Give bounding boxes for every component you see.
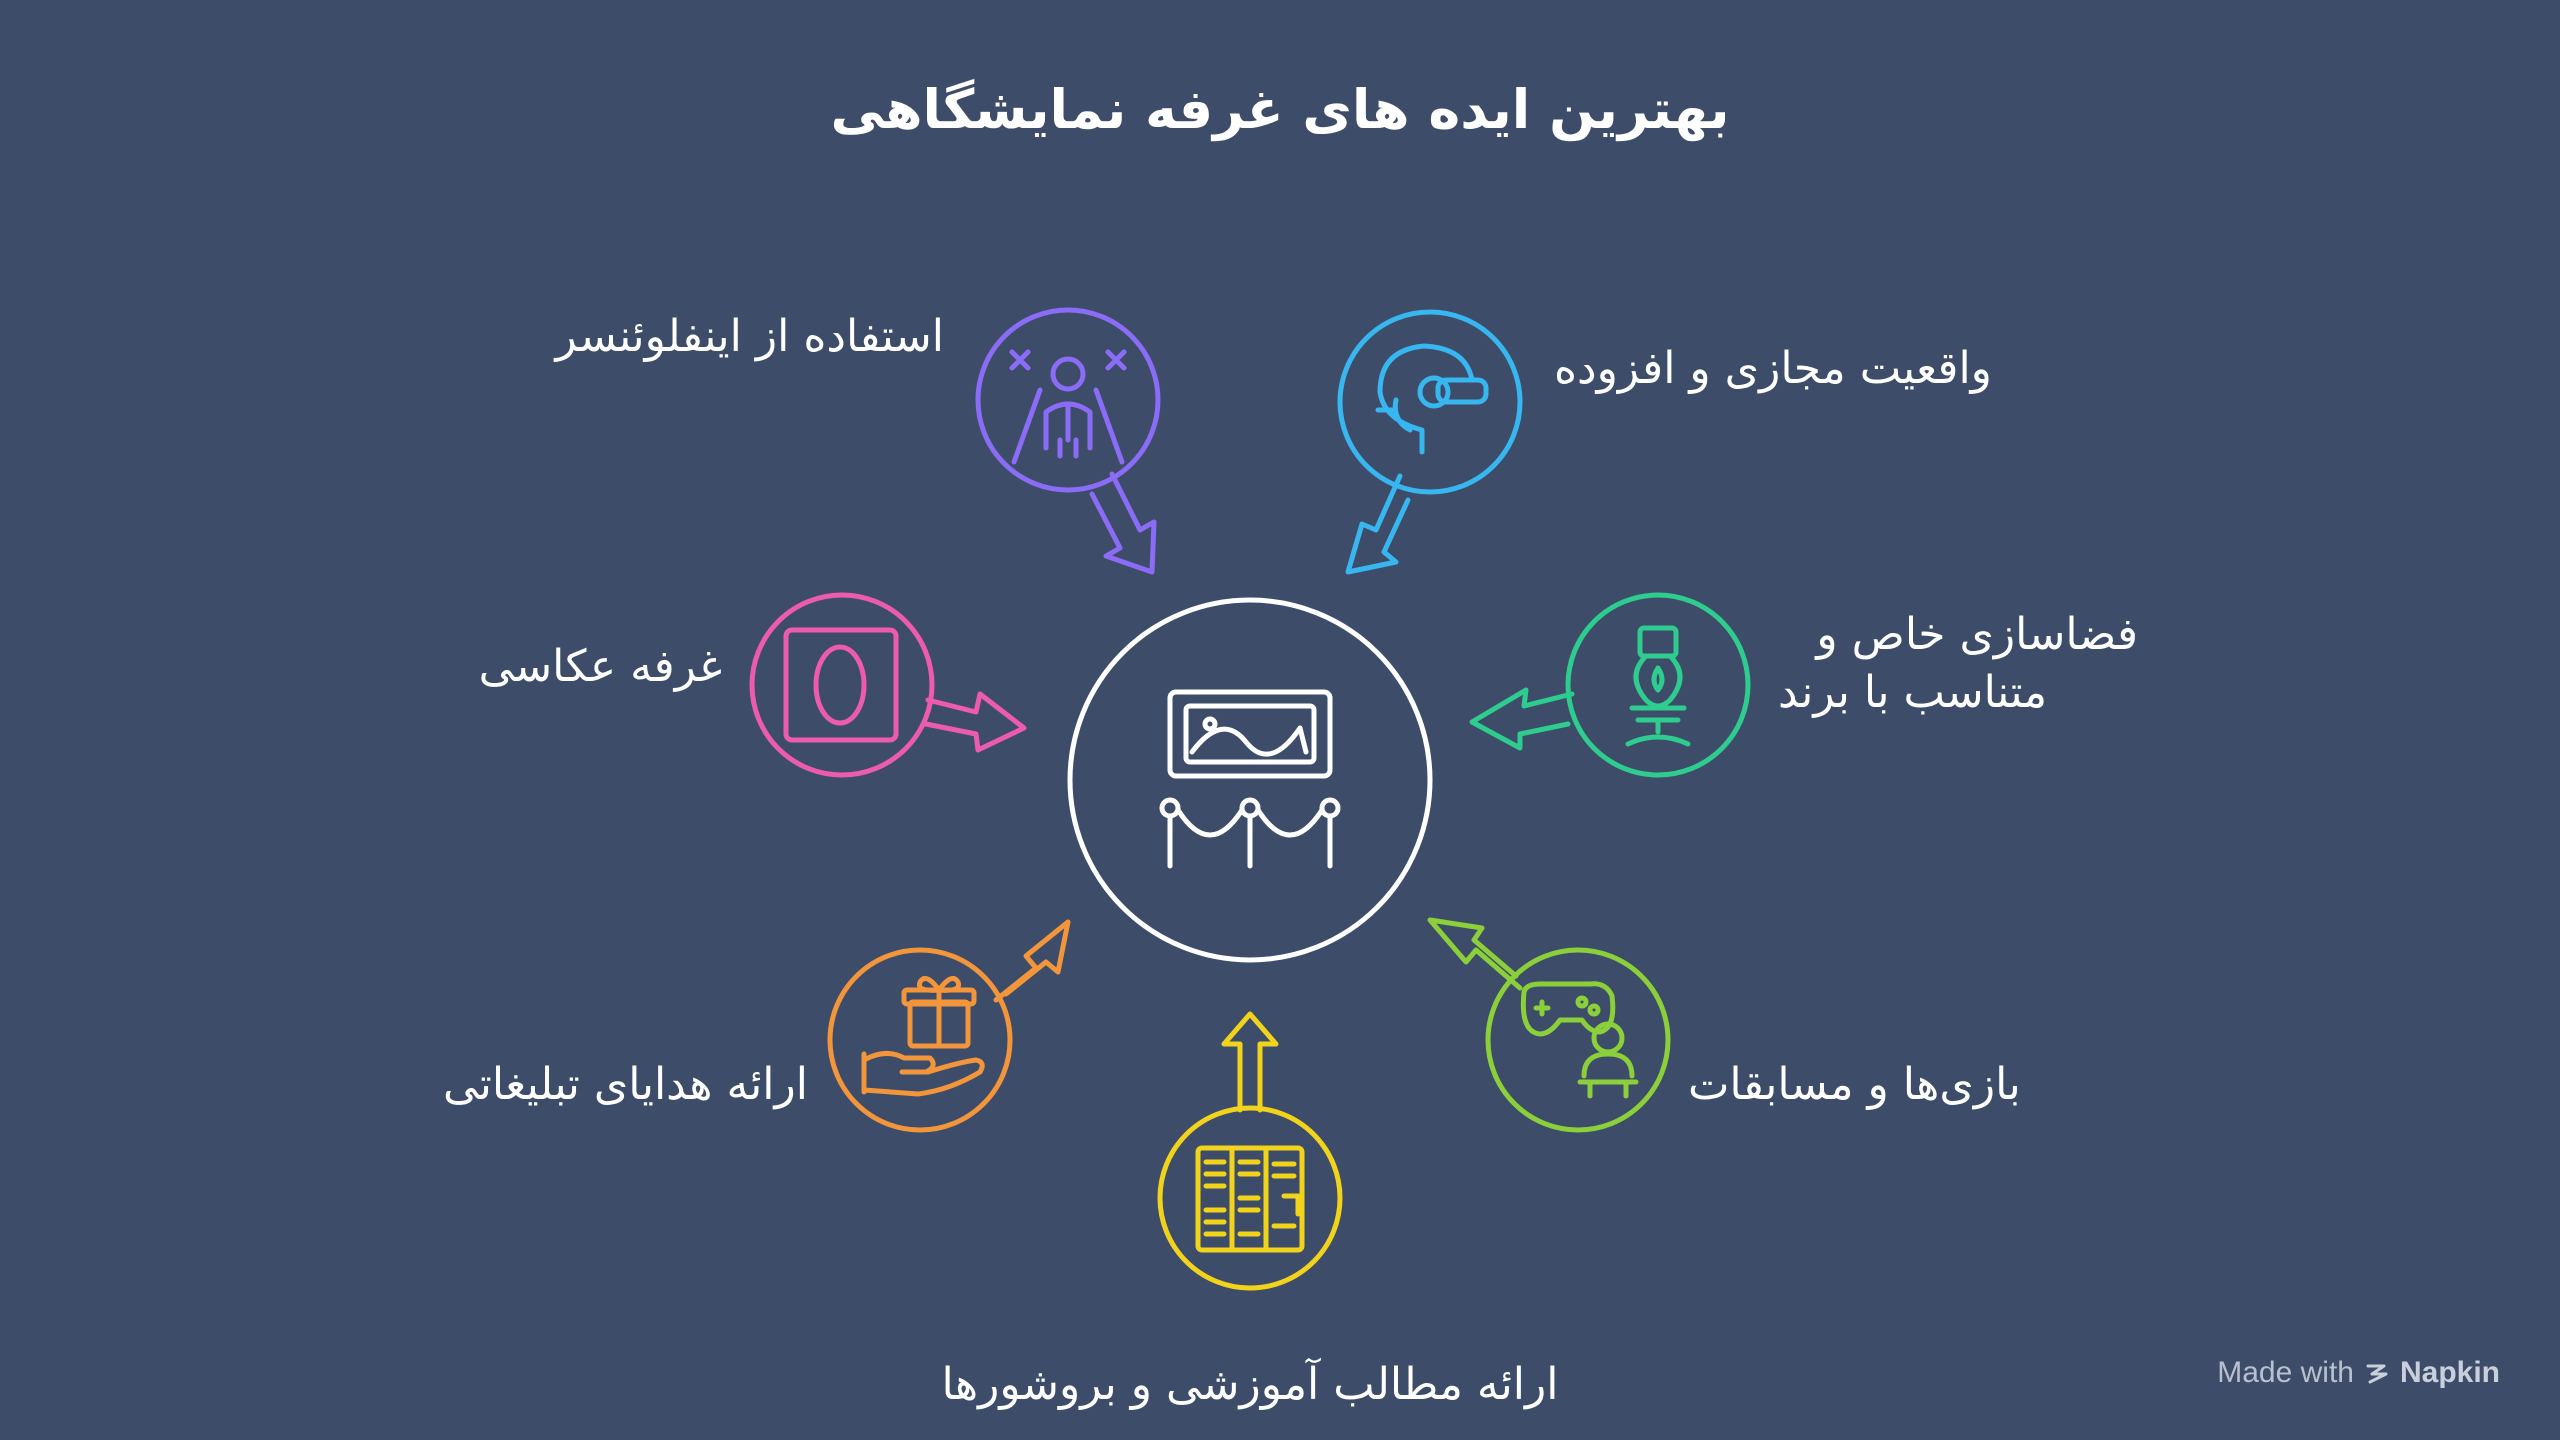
lamp-icon: [1625, 625, 1691, 747]
label-space: فضاسازی خاص و متناسب با برند: [1778, 606, 2138, 722]
idea-space: [1469, 592, 1751, 778]
space-arrow: [1469, 687, 1575, 751]
influencer-icon: [1009, 349, 1127, 465]
idea-vr-ar: [1337, 309, 1523, 575]
label-space-line1: فضاسازی خاص و: [1816, 609, 2138, 660]
label-games: بازی‌ها و مسابقات: [1688, 1059, 2021, 1110]
page-title: بهترین ایده های غرفه نمایشگاهی: [830, 78, 1730, 141]
idea-brochures: [1157, 1011, 1343, 1291]
hub-node: [1067, 597, 1433, 963]
made-with-napkin-watermark: Made with Napkin: [2217, 1356, 2500, 1390]
label-space-line2: متناسب با برند: [1778, 667, 2048, 718]
watermark-brand: Napkin: [2399, 1356, 2500, 1389]
watermark-prefix: Made with: [2217, 1356, 2354, 1389]
label-photo-booth: غرفه عکاسی: [478, 641, 722, 692]
idea-games: [1427, 917, 1671, 1133]
idea-gifts: [827, 919, 1071, 1133]
gift-hand-icon: [861, 975, 985, 1097]
photo-booth-arrow: [923, 691, 1027, 753]
vr-headset-icon: [1375, 343, 1489, 455]
idea-influencer: [975, 307, 1161, 575]
brochures-arrow: [1221, 1011, 1279, 1113]
exhibition-display-icon: [1159, 689, 1341, 869]
gamepad-icon: [1520, 981, 1639, 1099]
vr-arrow: [1345, 473, 1411, 575]
label-gifts: ارائه هدایای تبلیغاتی: [442, 1059, 808, 1110]
idea-photo-booth: [749, 592, 1027, 778]
games-arrow: [1427, 917, 1523, 991]
influencer-arrow: [1089, 471, 1157, 575]
label-brochures: ارائه مطالب آموزشی و بروشورها: [941, 1359, 1559, 1410]
label-vr-ar: واقعیت مجازی و افزوده: [1554, 343, 1992, 394]
gifts-arrow: [993, 919, 1071, 1003]
brochure-rack-icon: [1195, 1145, 1305, 1253]
napkin-logo-icon: [2366, 1364, 2388, 1384]
photo-frame-icon: [783, 627, 899, 743]
label-influencer: استفاده از اینفلوئنسر: [555, 311, 944, 362]
